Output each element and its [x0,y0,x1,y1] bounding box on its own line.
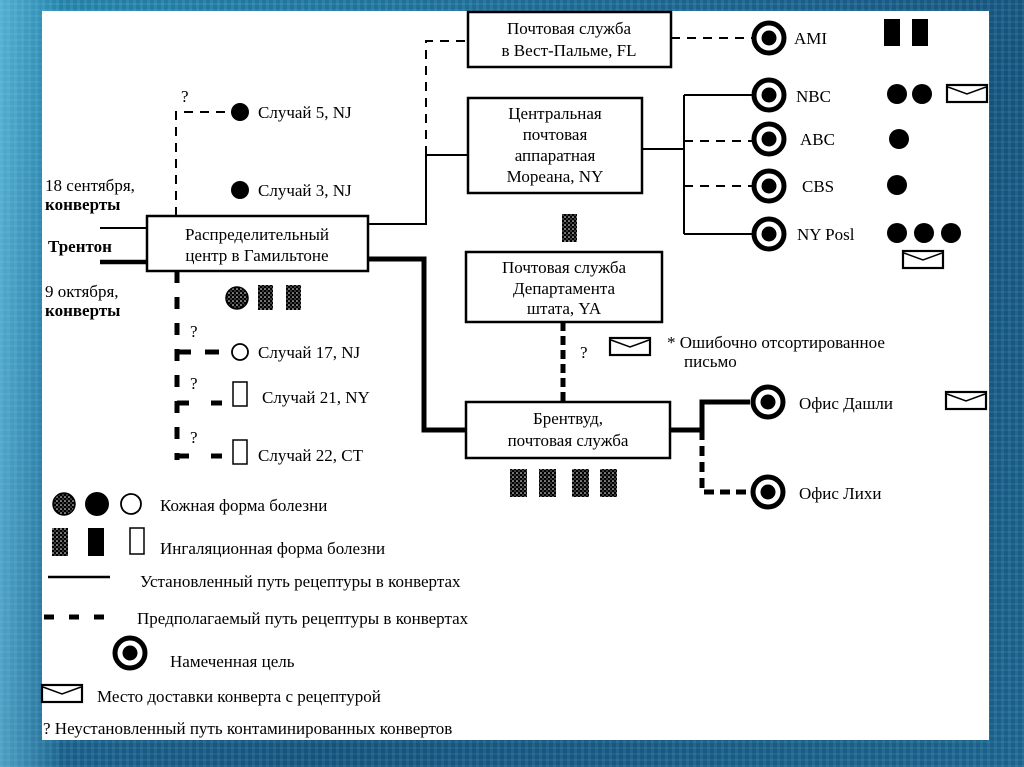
bullseye-icon [753,477,783,507]
suspected-path-line [425,40,468,155]
box-line: Почтовая служба [502,258,626,277]
question-mark: ? [190,322,198,341]
hamilton-distribution-center-box: Распределительный центр в Гамильтоне [145,214,370,273]
box-line: почтовая служба [508,431,629,450]
question-mark: ? [181,87,189,106]
box-line: Мореана, NY [507,167,604,186]
filled-circle-icon [887,223,907,243]
case-17-label: Случай 17, NJ [258,343,361,362]
target-cbs-label: CBS [802,177,834,196]
box-line: Департамента [513,279,615,298]
case-3-label: Случай 3, NJ [258,181,352,200]
open-circle-icon [231,343,249,361]
bullseye-icon [754,171,784,201]
case-21-label: Случай 21, NY [262,388,370,407]
filled-rect-icon [88,528,104,556]
suspected-path-line [175,111,226,216]
missorted-note-line1: * Ошибочно отсортированное [667,333,885,352]
filled-circle-icon [887,84,907,104]
dotted-rect-icon [562,214,577,242]
envelope-icon [40,683,84,704]
west-palm-post-office-box: Почтовая служба в Вест-Пальме, FL [466,10,673,69]
open-rect-icon [129,527,145,555]
question-mark: ? [580,343,588,362]
box-line: почтовая [523,125,588,144]
brentwood-post-office-box: Брентвуд, почтовая служба [464,400,672,460]
dotted-rect-icon [572,469,589,497]
dotted-rect-icon [539,469,556,497]
filled-rect-icon [912,19,928,46]
filled-circle-icon [941,223,961,243]
filled-circle-icon [889,129,909,149]
open-circle-icon [120,493,142,515]
established-path-line [670,399,750,433]
filled-circle-icon [887,175,907,195]
question-mark: ? [190,428,198,447]
box-line: Почтовая служба [507,19,631,38]
box-line: центр в Гамильтоне [185,246,328,265]
open-rect-icon [232,439,248,465]
date-label-september-envelopes: конверты [45,195,120,214]
target-ami-label: AMI [794,29,827,48]
connector-lines [100,37,752,495]
missorted-note-line2: письмо [684,352,737,371]
legend-established-path-label: Установленный путь рецептуры в конвертах [140,572,461,591]
box-line: в Вест-Пальме, FL [501,41,636,60]
date-label-october-envelopes: конверты [45,301,120,320]
dotted-circle-icon [52,492,76,516]
legend-suspected-path-label: Предполагаемый путь рецептуры в конверта… [137,609,469,628]
dotted-rect-icon [510,469,527,497]
legend-unknown-path-label: ? Неустановленный путь контаминированных… [43,719,452,738]
target-nypost-label: NY Posl [797,225,855,244]
filled-circle-icon [231,181,249,199]
target-daschle-label: Офис Дашли [799,394,893,413]
box-line: Брентвуд, [533,409,603,428]
box-line: Распределительный [185,225,329,244]
dotted-rect-icon [258,285,273,310]
established-path-line [368,256,466,433]
date-label-september: 18 сентября, [45,176,135,195]
box-line: штата, YA [527,299,602,318]
bullseye-icon [754,80,784,110]
filled-circle-icon [912,84,932,104]
bullseye-icon [754,23,784,53]
dotted-rect-icon [52,528,68,556]
legend-inhalation-label: Ингаляционная форма болезни [160,539,385,558]
question-mark: ? [190,374,198,393]
legend: Кожная форма болезни Ингаляционная форма… [40,492,469,738]
dotted-rect-icon [600,469,617,497]
filled-circle-icon [231,103,249,121]
trenton-label: Трентон [48,237,112,256]
envelope-icon [608,336,652,357]
dotted-rect-icon [286,285,301,310]
legend-cutaneous-label: Кожная форма болезни [160,496,327,515]
legend-envelope-label: Место доставки конверта с рецептурой [97,687,381,706]
filled-rect-icon [884,19,900,46]
state-department-mail-box: Почтовая служба Департамента штата, YA [464,250,664,324]
target-leahy-label: Офис Лихи [799,484,881,503]
suspected-path-line [699,430,752,495]
established-path-line [368,154,468,225]
bullseye-icon [754,219,784,249]
dotted-circle-icon [225,286,249,310]
bullseye-icon [753,387,783,417]
envelope-icon [945,83,989,104]
bullseye-icon [754,124,784,154]
open-rect-icon [232,381,248,407]
filled-circle-icon [914,223,934,243]
legend-target-label: Намеченная цель [170,652,295,671]
moreana-mail-facility-box: Центральная почтовая аппаратная Мореана,… [466,96,644,195]
case-5-label: Случай 5, NJ [258,103,352,122]
box-line: аппаратная [515,146,596,165]
envelope-icon [901,249,945,270]
box-line: Центральная [508,104,602,123]
target-nbc-label: NBC [796,87,831,106]
target-abc-label: ABC [800,130,835,149]
bullseye-icon [115,638,145,668]
date-label-october: 9 октября, [45,282,119,301]
envelope-icon [944,390,988,411]
case-22-label: Случай 22, CT [258,446,364,465]
filled-circle-icon [85,492,109,516]
